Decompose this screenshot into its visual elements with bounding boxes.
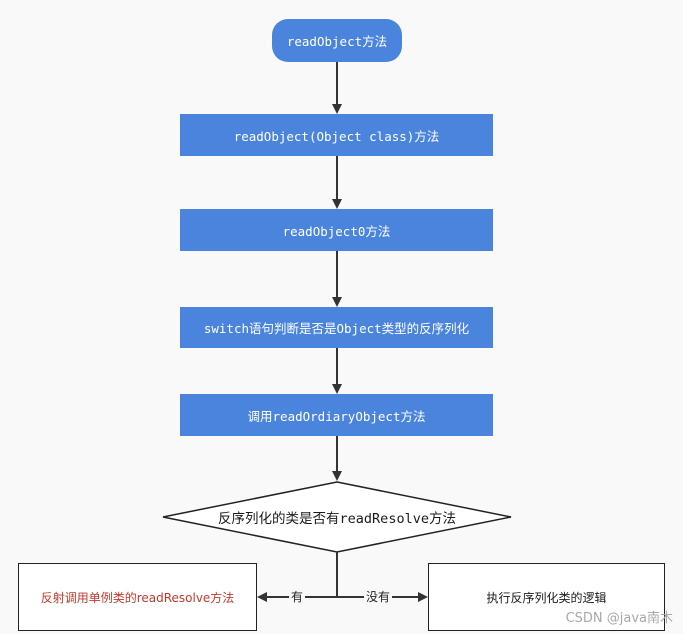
decision-label: 反序列化的类是否有readResolve方法 <box>218 511 456 527</box>
readobject-class-label: readObject(Object class)方法 <box>233 128 440 144</box>
no-result-label: 执行反序列化类的逻辑 <box>486 590 607 605</box>
no-edge-label: 没有 <box>364 590 393 604</box>
readobject0-node: readObject0方法 <box>180 209 493 251</box>
readobject0-label: readObject0方法 <box>282 223 391 239</box>
watermark: CSDN @java南木 <box>565 611 673 626</box>
yes-result-box: 反射调用单例类的readResolve方法 <box>18 563 257 631</box>
yes-result-label: 反射调用单例类的readResolve方法 <box>40 590 235 605</box>
no-result-box: 执行反序列化类的逻辑 <box>428 563 665 631</box>
switch-check-node: switch语句判断是否是Object类型的反序列化 <box>180 307 493 348</box>
yes-edge-label: 有 <box>289 590 306 604</box>
start-node: readObject方法 <box>272 19 402 62</box>
readobject-class-node: readObject(Object class)方法 <box>180 114 493 156</box>
call-read-ordinary-node: 调用readOrdiaryObject方法 <box>180 394 493 436</box>
start-node-label: readObject方法 <box>286 34 388 49</box>
call-read-ordinary-label: 调用readOrdiaryObject方法 <box>247 408 426 424</box>
switch-check-label: switch语句判断是否是Object类型的反序列化 <box>203 321 470 336</box>
